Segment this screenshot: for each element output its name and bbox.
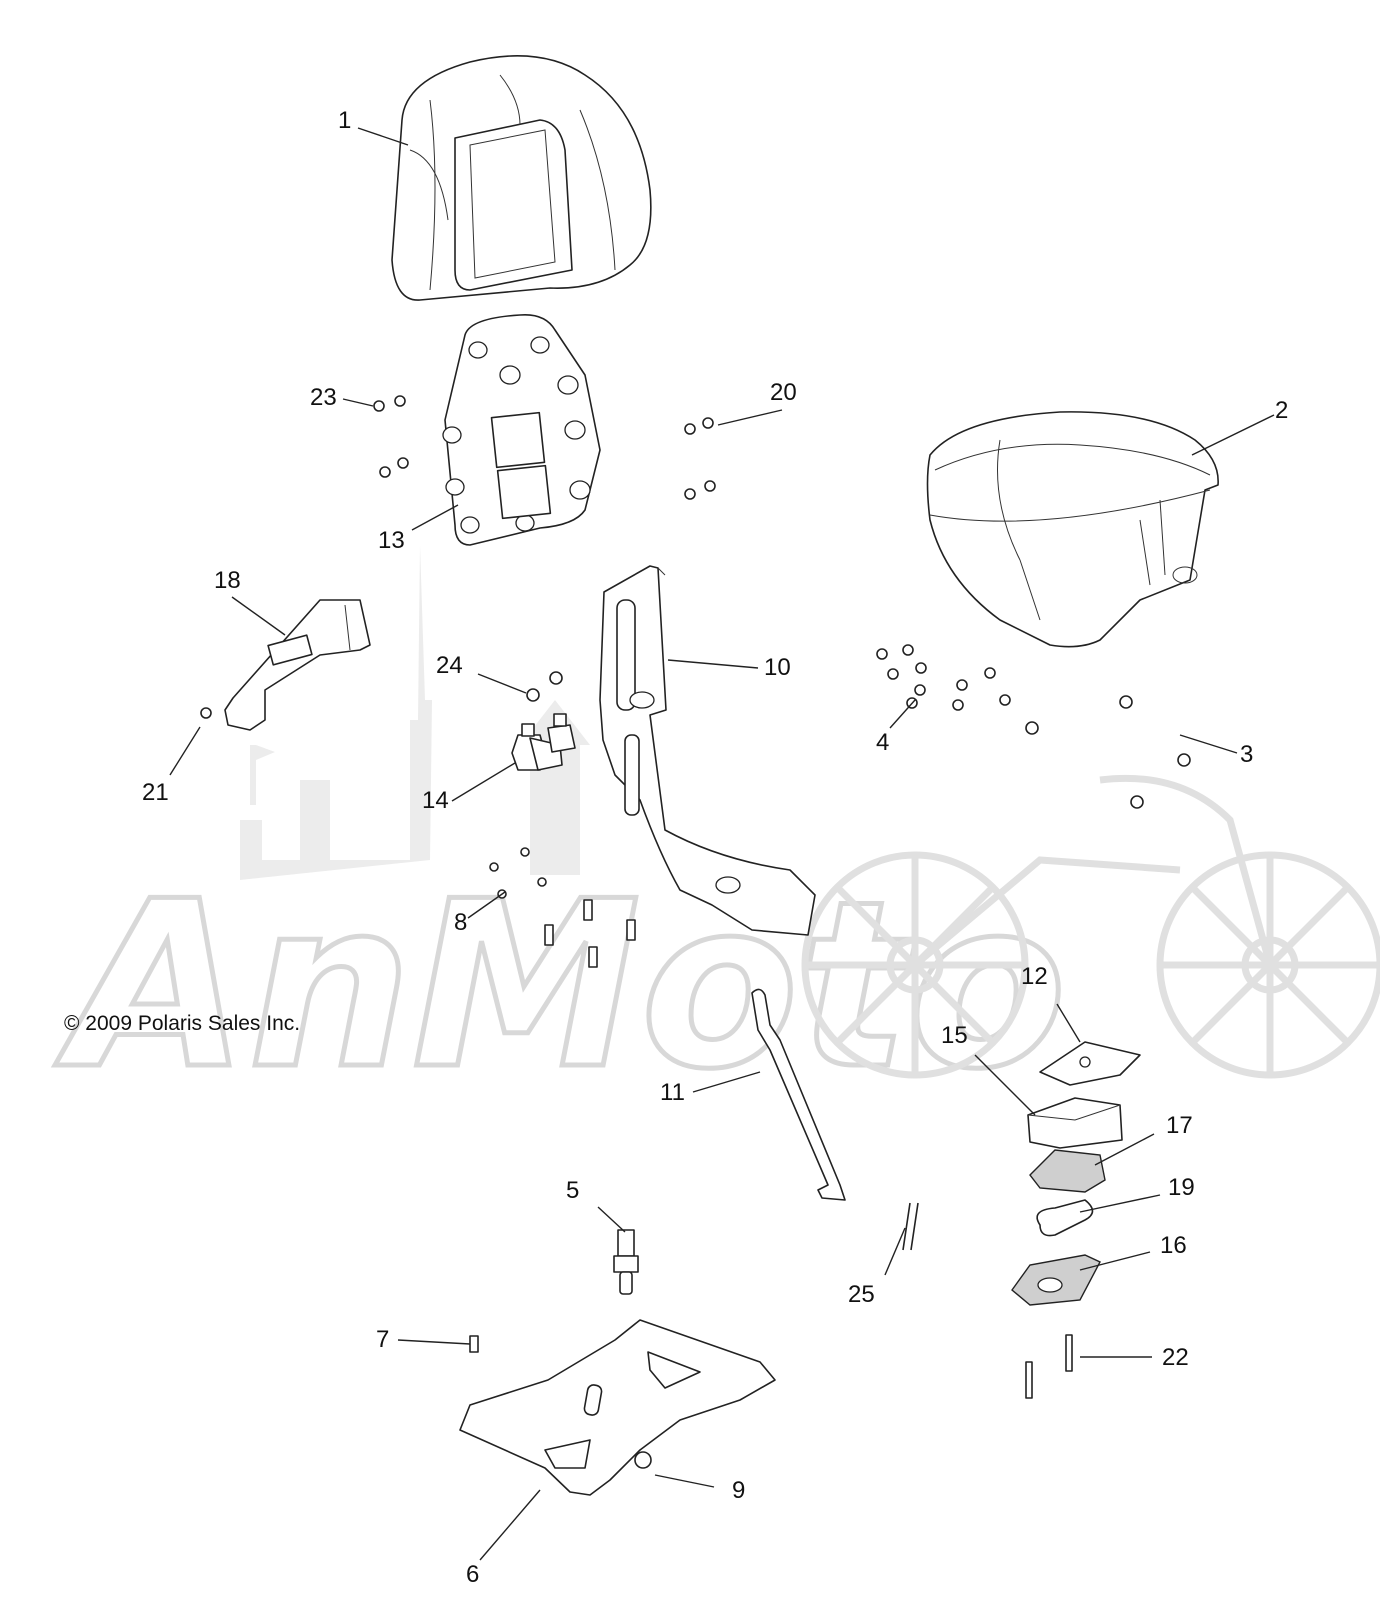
seat-cushion [926, 411, 1219, 648]
callout-13: 13 [378, 527, 405, 554]
callout-22: 22 [1162, 1344, 1189, 1371]
callout-24: 24 [436, 652, 463, 679]
callout-2: 2 [1275, 397, 1288, 424]
spring-clip [1036, 1199, 1094, 1237]
callout-7: 7 [376, 1326, 389, 1353]
backrest-mounting-plate [442, 313, 601, 546]
callout-14: 14 [422, 787, 449, 814]
callout-3: 3 [1240, 741, 1253, 768]
leader-lines [169, 127, 1275, 1561]
upright-bracket [599, 565, 816, 936]
callout-18: 18 [214, 567, 241, 594]
watermark-motorcycle [801, 774, 1380, 1079]
fasteners [200, 395, 1191, 1469]
callout-20: 20 [770, 379, 797, 406]
callout-10: 10 [764, 654, 791, 681]
callout-5: 5 [566, 1177, 579, 1204]
seat-latch [1029, 1149, 1106, 1193]
callout-19: 19 [1168, 1174, 1195, 1201]
rubber-bumpers [511, 713, 576, 771]
callout-8: 8 [454, 909, 467, 936]
callout-15: 15 [941, 1022, 968, 1049]
copyright-notice: © 2009 Polaris Sales Inc. [64, 1012, 300, 1035]
callout-6: 6 [466, 1561, 479, 1588]
latch-pin [613, 1229, 639, 1295]
callout-17: 17 [1166, 1112, 1193, 1139]
callout-11: 11 [660, 1079, 685, 1106]
callout-4: 4 [876, 729, 889, 756]
callout-9: 9 [732, 1477, 745, 1504]
callout-1: 1 [338, 107, 351, 134]
callout-25: 25 [848, 1281, 875, 1308]
latch-shim [1039, 1041, 1141, 1086]
side-bracket [224, 599, 371, 731]
spacer-block [1027, 1097, 1123, 1149]
callout-labels: 1 2 3 4 5 6 7 8 9 10 11 12 13 14 15 16 1… [142, 107, 1288, 1588]
backrest-cushion [391, 55, 652, 301]
watermark: AnMoto [53, 545, 1380, 1123]
support-rod [751, 988, 846, 1201]
callout-23: 23 [310, 384, 337, 411]
callout-12: 12 [1021, 963, 1048, 990]
callout-21: 21 [142, 779, 169, 806]
base-plate [459, 1319, 776, 1496]
latch-base [1011, 1254, 1101, 1306]
callout-16: 16 [1160, 1232, 1187, 1259]
watermark-skyline [240, 545, 590, 880]
